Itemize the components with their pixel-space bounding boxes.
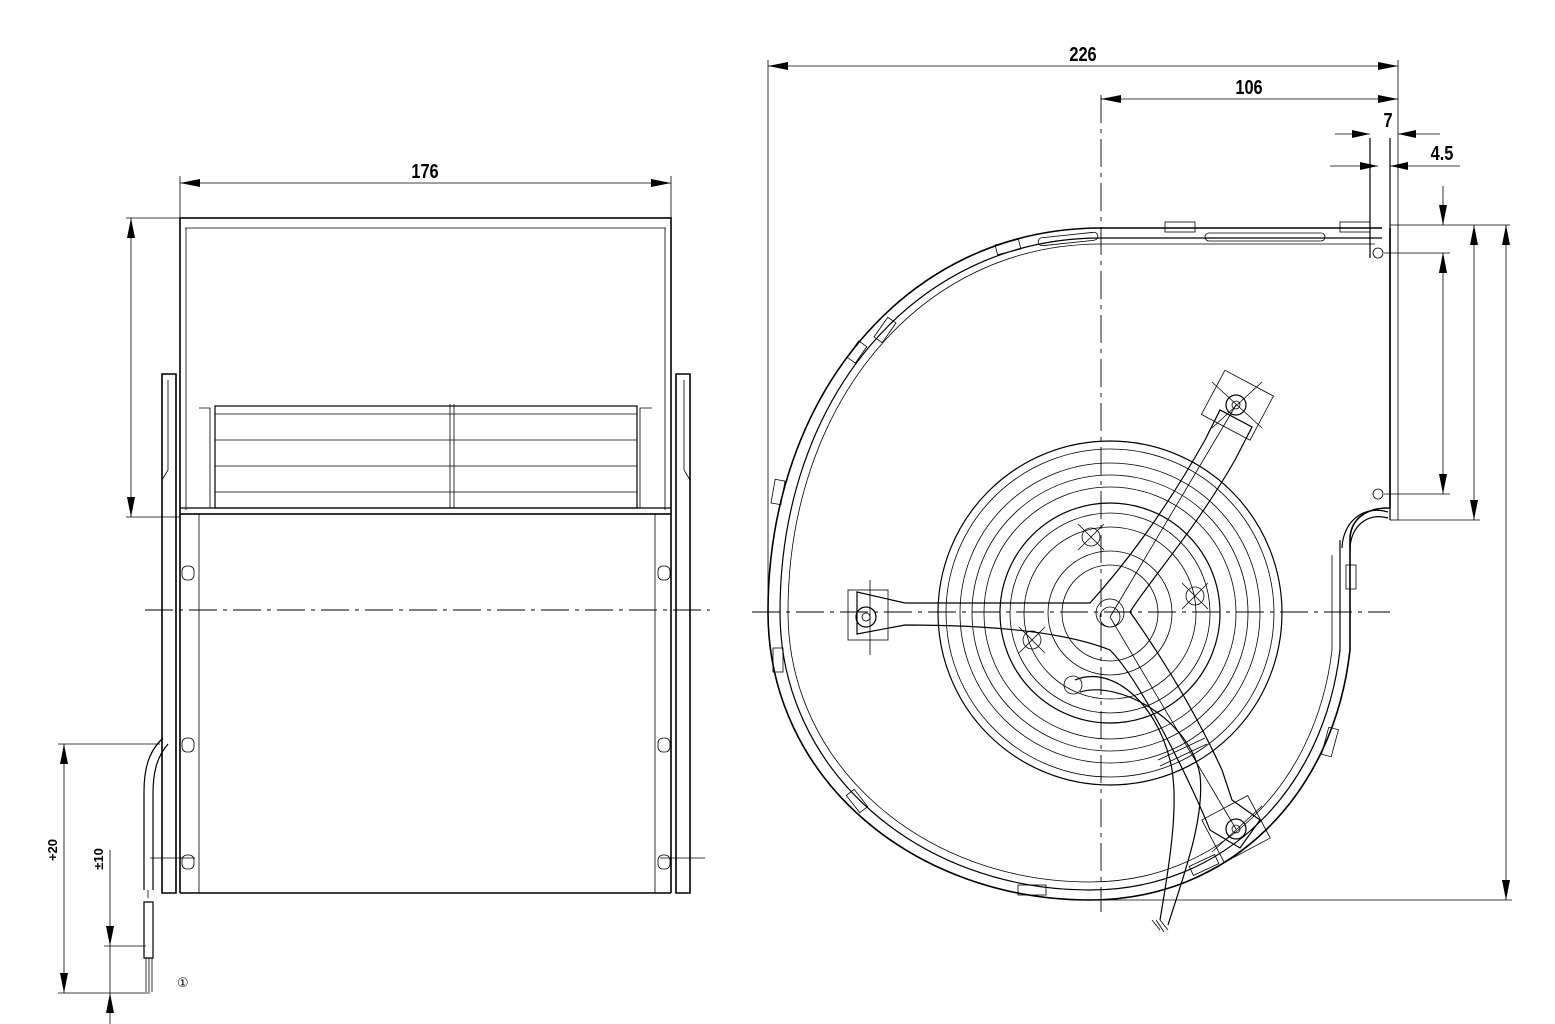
dim-450: 450 (0, 0, 14, 4)
right-flange (675, 373, 691, 894)
dim-106: 106 (1235, 75, 1262, 98)
cable-bundle (1074, 675, 1175, 921)
scroll-housing-outer (767, 227, 1391, 901)
side-view: ① 176 107 450 +20 85 ±10 (0, 0, 710, 1024)
dim-450-tolerance: +20 (45, 839, 60, 861)
dim-10: 10 (0, 0, 9, 4)
motor-housing (999, 502, 1221, 724)
dim-241: 241 (0, 0, 14, 4)
left-flange (161, 373, 177, 894)
dim-226: 226 (1069, 42, 1096, 65)
impeller-side (214, 405, 638, 509)
housing-top-outline (179, 217, 672, 515)
cable (143, 737, 164, 890)
dim-85: 85 (0, 0, 9, 4)
dim-85-tolerance: ±10 (91, 848, 106, 870)
impeller-outer (937, 440, 1283, 786)
dim-87: 87 (0, 0, 9, 4)
dim-7: 7 (1383, 108, 1392, 131)
motor-bracket (856, 409, 1261, 849)
callout-1: ① (177, 976, 189, 991)
dim-4-5: 4.5 (1431, 141, 1454, 164)
dim-176: 176 (411, 159, 438, 182)
front-view: 226 106 7 4.5 10 87 (0, 0, 1512, 933)
dim-107-side: 107 (0, 0, 14, 4)
dim-107-front: 107 (0, 0, 14, 4)
